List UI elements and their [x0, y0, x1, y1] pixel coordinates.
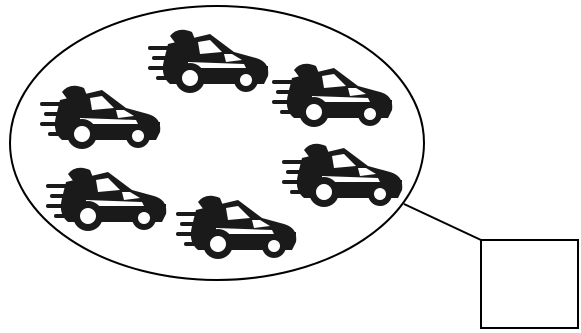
- car-group: [40, 30, 402, 259]
- race-car-icon: [46, 168, 166, 231]
- race-car-icon: [176, 196, 296, 259]
- answer-box: [481, 240, 578, 328]
- connector-line: [404, 204, 481, 240]
- race-car-icon: [148, 30, 268, 93]
- race-car-icon: [272, 64, 392, 127]
- race-car-icon: [282, 144, 402, 207]
- race-car-icon: [40, 86, 160, 149]
